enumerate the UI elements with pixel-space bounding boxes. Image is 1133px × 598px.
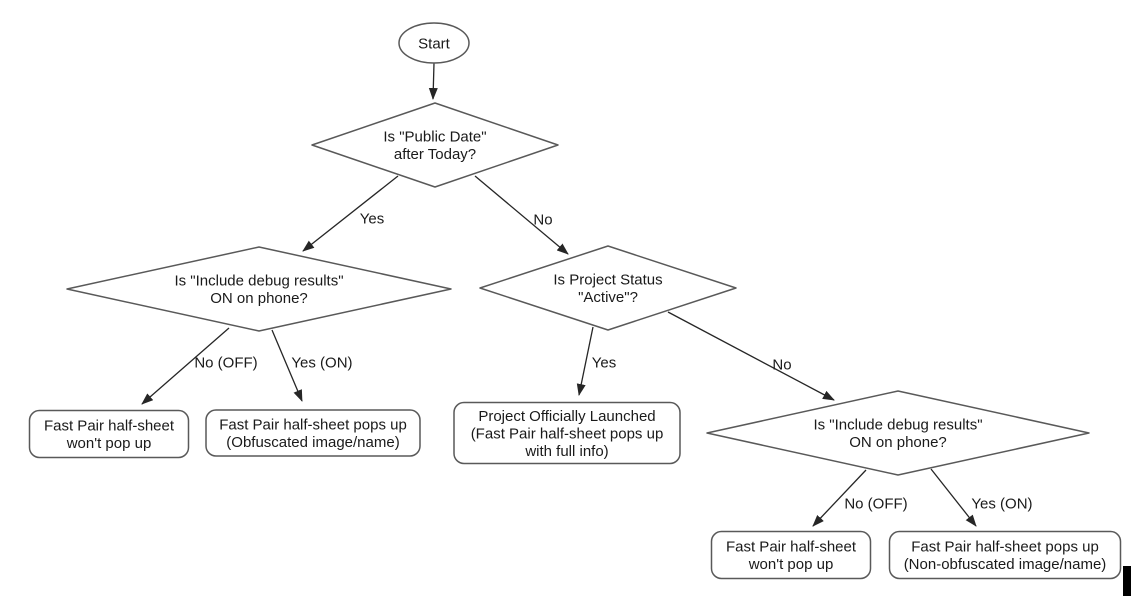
- node-label-start: Start: [418, 35, 451, 52]
- node-result-non-obfuscated: [888, 530, 1122, 580]
- node-result-obfuscated: [205, 409, 421, 457]
- edge-debug-left-yes-on: [271, 329, 303, 402]
- edge-debug-right-no-off: [812, 469, 867, 527]
- edge-label-debug-right-yes-on: Yes (ON): [971, 495, 1032, 512]
- node-decision-public-date: [311, 102, 559, 188]
- edge-debug-left-no-off: [141, 327, 230, 405]
- edge-debug-right-yes-on: [930, 468, 977, 527]
- node-decision-include-debug-left: [66, 246, 452, 332]
- node-result-wont-pop-up-left: [28, 409, 190, 459]
- node-label-decision-project-status: Is Project Status"Active"?: [553, 272, 662, 307]
- node-label-result-non-obfuscated: Fast Pair half-sheet pops up(Non-obfusca…: [904, 539, 1107, 574]
- node-decision-project-status: [479, 245, 737, 331]
- node-label-result-launched: Project Officially Launched(Fast Pair ha…: [471, 408, 664, 460]
- edge-label-debug-left-no-off: No (OFF): [194, 354, 257, 371]
- node-decision-include-debug-right: [706, 390, 1090, 476]
- edge-start-to-public-date: [428, 62, 438, 100]
- edge-label-status-no: No: [772, 356, 791, 373]
- node-start: [398, 22, 470, 64]
- node-label-decision-include-debug-left: Is "Include debug results"ON on phone?: [174, 273, 343, 308]
- text-cursor-bar: [1123, 566, 1131, 596]
- artifacts-layer: [1123, 566, 1131, 596]
- edge-status-no: [667, 311, 835, 401]
- edge-public-date-yes: [302, 175, 399, 252]
- edge-label-public-date-yes: Yes: [360, 210, 384, 227]
- node-result-launched: [453, 401, 681, 465]
- nodes-layer: Start Is "Public Date"after Today? Is "Inc…: [28, 22, 1122, 580]
- edge-label-status-yes: Yes: [592, 354, 616, 371]
- edge-public-date-no: [474, 175, 569, 255]
- node-label-decision-include-debug-right: Is "Include debug results"ON on phone?: [813, 417, 982, 452]
- edge-status-yes: [576, 326, 594, 396]
- edge-label-debug-right-no-off: No (OFF): [844, 495, 907, 512]
- edge-label-debug-left-yes-on: Yes (ON): [291, 354, 352, 371]
- node-label-decision-public-date: Is "Public Date"after Today?: [383, 129, 486, 164]
- node-label-result-obfuscated: Fast Pair half-sheet pops up(Obfuscated …: [219, 417, 407, 452]
- node-result-wont-pop-up-right: [710, 530, 872, 580]
- edge-label-public-date-no: No: [533, 211, 552, 228]
